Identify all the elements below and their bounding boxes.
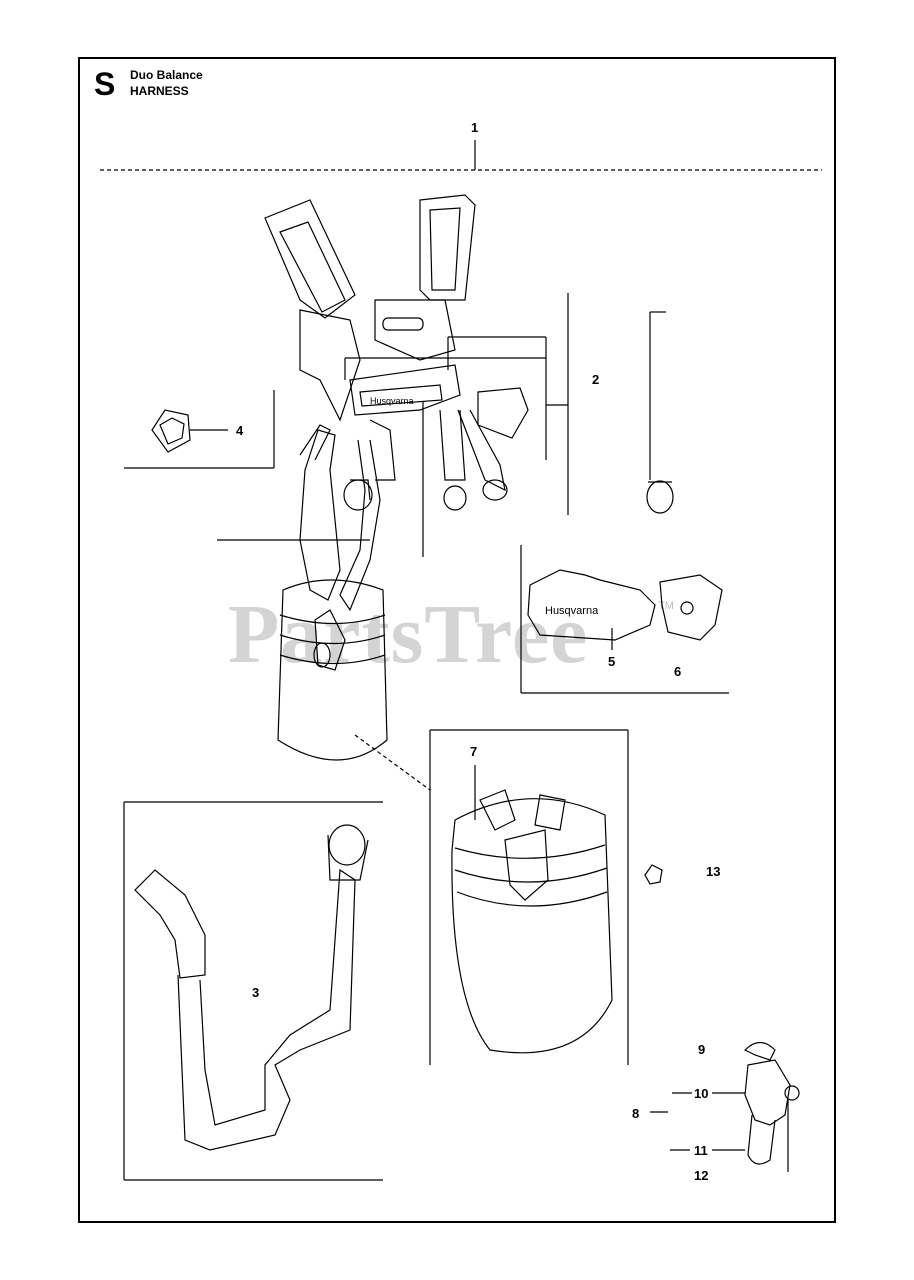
link-dashed-line	[354, 734, 431, 791]
diagram-frame	[78, 57, 836, 1223]
callout-13: 13	[706, 864, 721, 879]
section-letter: S	[94, 66, 116, 102]
part-7-holster	[429, 729, 629, 1065]
callout-9: 9	[698, 1042, 706, 1057]
part-5-6-box: Husqvarna	[520, 545, 729, 694]
part-8-12-hook	[650, 1041, 800, 1172]
callout-2-leaders	[217, 293, 569, 557]
section-title: HARNESS	[130, 84, 189, 98]
callout-6: 6	[674, 664, 682, 679]
callout-10: 10	[694, 1086, 709, 1101]
harness-assembly: Husqvarna	[264, 194, 529, 761]
callout-5: 5	[608, 654, 616, 669]
part-4-buckle	[124, 390, 275, 469]
strap-end-part	[646, 311, 674, 514]
callout-7: 7	[470, 744, 478, 759]
brand-label-chest: Husqvarna	[370, 396, 414, 406]
callout-8: 8	[632, 1106, 640, 1121]
part-3-hip-pad	[123, 801, 383, 1181]
callout-1: 1	[471, 120, 479, 135]
watermark: PartsTree	[228, 588, 589, 681]
callout-3: 3	[252, 985, 260, 1000]
model-name: Duo Balance	[130, 68, 203, 82]
callout-11: 11	[694, 1143, 708, 1158]
callout-4: 4	[236, 423, 244, 438]
callout-2: 2	[592, 372, 600, 387]
part-13-screw	[644, 864, 663, 885]
callout-12: 12	[694, 1168, 709, 1183]
brand-label-cover: Husqvarna	[545, 605, 599, 617]
